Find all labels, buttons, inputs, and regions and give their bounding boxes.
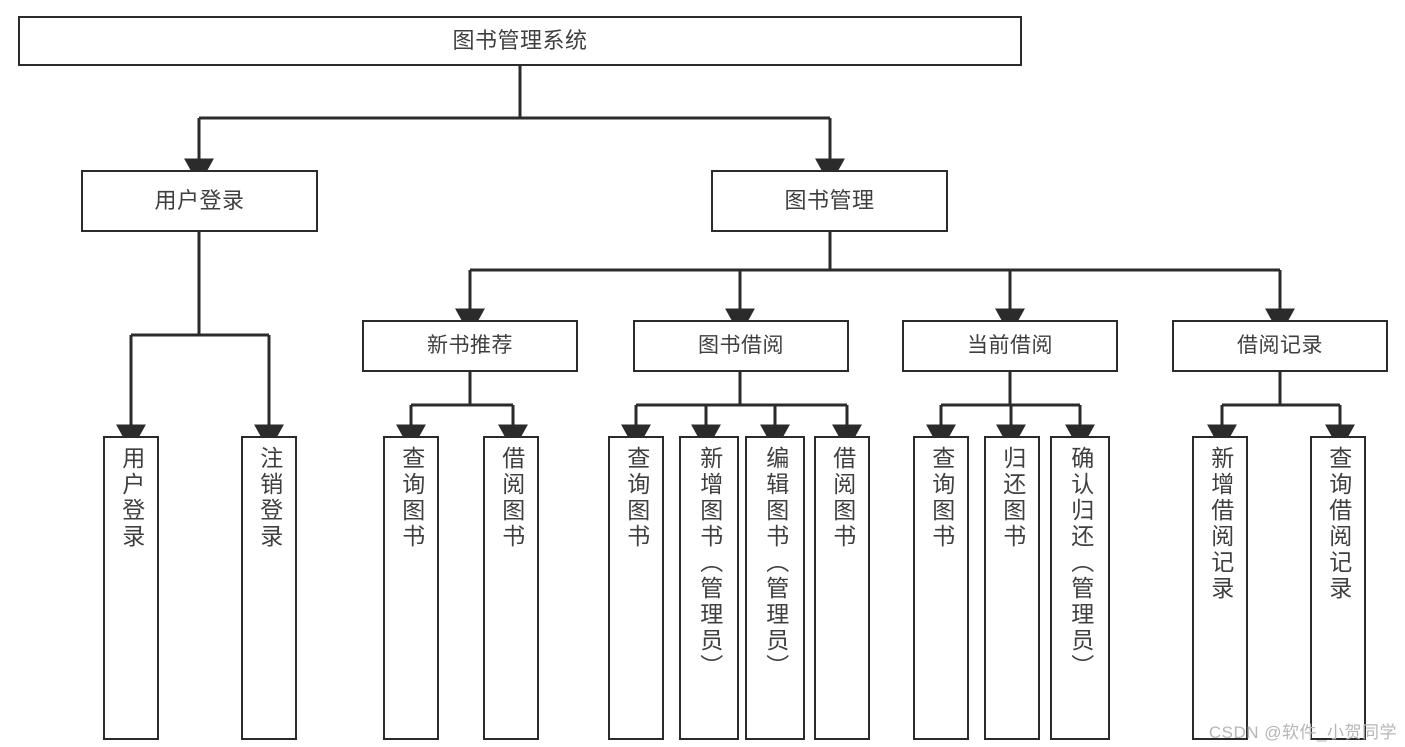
node-user-login-label: 用户登录 (154, 188, 245, 214)
leaf-query-book-borrow[interactable]: 查询图书 (608, 436, 664, 740)
leaf-return-book[interactable]: 归还图书 (984, 436, 1040, 740)
leaf-add-book-admin-label: 新增图书（管理员） (696, 446, 723, 680)
leaf-add-borrow-record[interactable]: 新增借阅记录 (1192, 436, 1248, 740)
leaf-add-borrow-record-label: 新增借阅记录 (1207, 446, 1234, 602)
leaf-edit-book-admin-label: 编辑图书（管理员） (762, 446, 789, 680)
node-root-system[interactable]: 图书管理系统 (18, 16, 1022, 66)
node-current-borrow[interactable]: 当前借阅 (902, 320, 1118, 372)
node-borrow-record[interactable]: 借阅记录 (1172, 320, 1388, 372)
leaf-user-logout[interactable]: 注销登录 (241, 436, 297, 740)
leaf-query-borrow-record[interactable]: 查询借阅记录 (1310, 436, 1366, 740)
leaf-user-logout-label: 注销登录 (256, 446, 283, 550)
leaf-query-book-recommend[interactable]: 查询图书 (383, 436, 439, 740)
leaf-confirm-return-admin-label: 确认归还（管理员） (1067, 446, 1094, 680)
leaf-borrow-book[interactable]: 借阅图书 (814, 436, 870, 740)
leaf-user-login[interactable]: 用户登录 (103, 436, 159, 740)
leaf-query-book-current[interactable]: 查询图书 (913, 436, 969, 740)
leaf-query-book-current-label: 查询图书 (928, 446, 955, 550)
leaf-query-book-recommend-label: 查询图书 (398, 446, 425, 550)
leaf-query-borrow-record-label: 查询借阅记录 (1325, 446, 1352, 602)
leaf-return-book-label: 归还图书 (999, 446, 1026, 550)
node-borrow-record-label: 借阅记录 (1237, 333, 1323, 357)
node-book-borrow[interactable]: 图书借阅 (633, 320, 849, 372)
leaf-borrow-book-recommend[interactable]: 借阅图书 (483, 436, 539, 740)
node-book-management[interactable]: 图书管理 (711, 170, 948, 232)
node-new-book-recommend-label: 新书推荐 (427, 333, 513, 357)
node-user-login[interactable]: 用户登录 (81, 170, 318, 232)
node-current-borrow-label: 当前借阅 (967, 333, 1053, 357)
node-new-book-recommend[interactable]: 新书推荐 (362, 320, 578, 372)
leaf-query-book-borrow-label: 查询图书 (623, 446, 650, 550)
node-book-management-label: 图书管理 (784, 188, 875, 214)
node-root-label: 图书管理系统 (452, 28, 588, 54)
leaf-borrow-book-recommend-label: 借阅图书 (498, 446, 525, 550)
node-book-borrow-label: 图书借阅 (698, 333, 784, 357)
leaf-add-book-admin[interactable]: 新增图书（管理员） (679, 436, 739, 740)
csdn-watermark: CSDN @软件_小贺同学 (1208, 723, 1397, 742)
leaf-borrow-book-label: 借阅图书 (829, 446, 856, 550)
leaf-confirm-return-admin[interactable]: 确认归还（管理员） (1050, 436, 1110, 740)
leaf-edit-book-admin[interactable]: 编辑图书（管理员） (745, 436, 805, 740)
leaf-user-login-label: 用户登录 (118, 446, 145, 550)
